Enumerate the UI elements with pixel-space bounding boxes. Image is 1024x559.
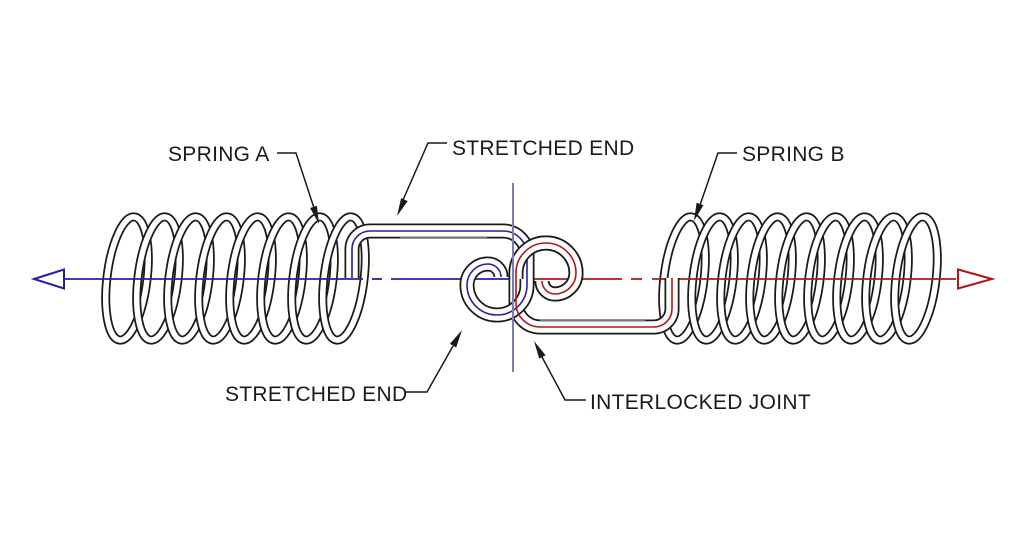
leader-arrowhead-icon xyxy=(397,198,408,216)
leader-stretched-end-bottom xyxy=(405,330,462,393)
tube-highlight-lines xyxy=(400,236,645,322)
axis-centerline-blue xyxy=(30,268,517,290)
leader-spring-b xyxy=(694,152,737,221)
leader-arrowhead-icon xyxy=(694,202,704,221)
label-stretched-end-top: STRETCHED END xyxy=(452,137,634,160)
leader-arrowhead-icon xyxy=(310,205,319,224)
spring-a-wire-line xyxy=(351,230,528,316)
label-spring-a: SPRING A xyxy=(168,143,270,166)
label-stretched-end-bottom: STRETCHED END xyxy=(225,383,407,406)
leader-arrowhead-icon xyxy=(534,341,546,359)
leader-spring-a xyxy=(277,152,319,224)
left-axis-arrow-icon xyxy=(30,268,65,290)
leader-stretched-end-top xyxy=(397,142,447,216)
label-spring-b: SPRING B xyxy=(742,143,845,166)
leader-interlocked-joint xyxy=(534,341,586,401)
spring-b-wire-line xyxy=(515,242,673,328)
label-interlocked-joint: INTERLOCKED JOINT xyxy=(590,391,811,414)
right-axis-arrow-icon xyxy=(957,268,996,290)
leader-arrowhead-icon xyxy=(449,330,462,348)
